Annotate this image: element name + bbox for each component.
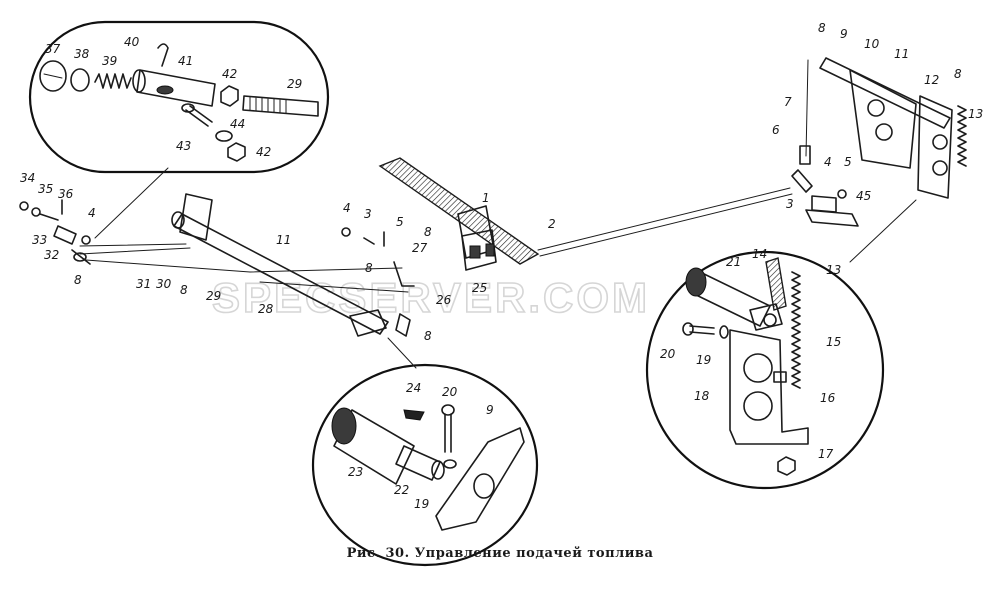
detail-bubble-top-left: 37 38 39 40 41 42 29 43 44 42 [28,20,330,174]
callout-4-right: 4 [824,155,832,169]
callout-12: 12 [924,73,939,87]
callout-7: 7 [784,95,792,109]
callout-38: 38 [74,47,90,61]
callout-6: 6 [772,123,780,137]
callout-20: 20 [660,347,676,361]
callout-11-main: 11 [276,233,291,247]
watermark-text: SPECSERVER.COM [212,274,650,321]
callout-18: 18 [694,389,710,403]
callout-37: 37 [45,42,61,56]
callout-10: 10 [864,37,880,51]
callout-16: 16 [820,391,836,405]
callout-35: 35 [38,182,53,196]
callout-20b: 20 [442,385,458,399]
figure-caption: Рис. 30. Управление подачей топлива [346,546,654,561]
callout-40: 40 [124,35,140,49]
leader-bottom-bubble [387,337,417,369]
callout-5-right: 5 [844,155,852,169]
callout-39: 39 [102,54,117,68]
callout-45: 45 [856,189,871,203]
callout-28: 28 [258,302,274,316]
callout-43: 43 [176,139,191,153]
callout-31: 31 [136,277,151,291]
callout-8-left: 8 [74,273,82,287]
callout-4-center: 4 [343,201,351,215]
callout-13b: 13 [826,263,841,277]
callout-11-top: 11 [894,47,909,61]
callout-42b: 42 [256,145,271,159]
top-right-linkage [791,57,967,227]
callout-3-center: 3 [364,207,372,221]
callout-32: 32 [44,248,59,262]
callout-8-top: 8 [818,21,826,35]
detail-bubble-bottom: 24 20 9 23 22 19 [311,363,539,567]
callout-24: 24 [406,381,421,395]
callout-8-right: 8 [954,67,962,81]
callout-8-bottom: 8 [424,329,432,343]
detail-bubble-right: 21 14 13 20 19 18 15 16 17 [645,247,885,490]
callout-25: 25 [472,281,487,295]
callout-8-mid: 8 [180,283,188,297]
callout-29: 29 [287,77,302,91]
callout-9: 9 [840,27,848,41]
callout-17: 17 [818,447,834,461]
callout-30: 30 [156,277,172,291]
pedal-assembly [378,157,793,271]
callout-8-pedal: 8 [424,225,432,239]
callout-44: 44 [230,117,245,131]
callout-14: 14 [752,247,767,261]
callout-34: 34 [20,171,35,185]
callout-3-right: 3 [786,197,794,211]
callout-4-left: 4 [88,206,96,220]
callout-42: 42 [222,67,237,81]
callout-36: 36 [58,187,74,201]
leader-top-left-bubble [94,167,169,239]
callout-9b: 9 [486,403,494,417]
callout-8-lever: 8 [365,261,373,275]
callout-19: 19 [696,353,711,367]
callout-13: 13 [968,107,983,121]
callout-26: 26 [436,293,452,307]
callout-41: 41 [178,54,193,68]
leader-right-bubble [849,199,917,263]
callout-5-center: 5 [396,215,404,229]
callout-15: 15 [826,335,841,349]
callout-29-main: 29 [206,289,221,303]
callout-2: 2 [548,217,556,231]
callout-27: 27 [412,241,428,255]
main-callouts: 34 35 36 4 33 32 8 31 30 8 29 28 11 4 3 … [20,21,983,343]
callout-21: 21 [726,255,741,269]
main-lever-assembly [19,193,415,337]
callout-22: 22 [394,483,409,497]
callout-33: 33 [32,233,47,247]
callout-23: 23 [348,465,363,479]
callout-1: 1 [482,191,490,205]
callout-19b: 19 [414,497,429,511]
